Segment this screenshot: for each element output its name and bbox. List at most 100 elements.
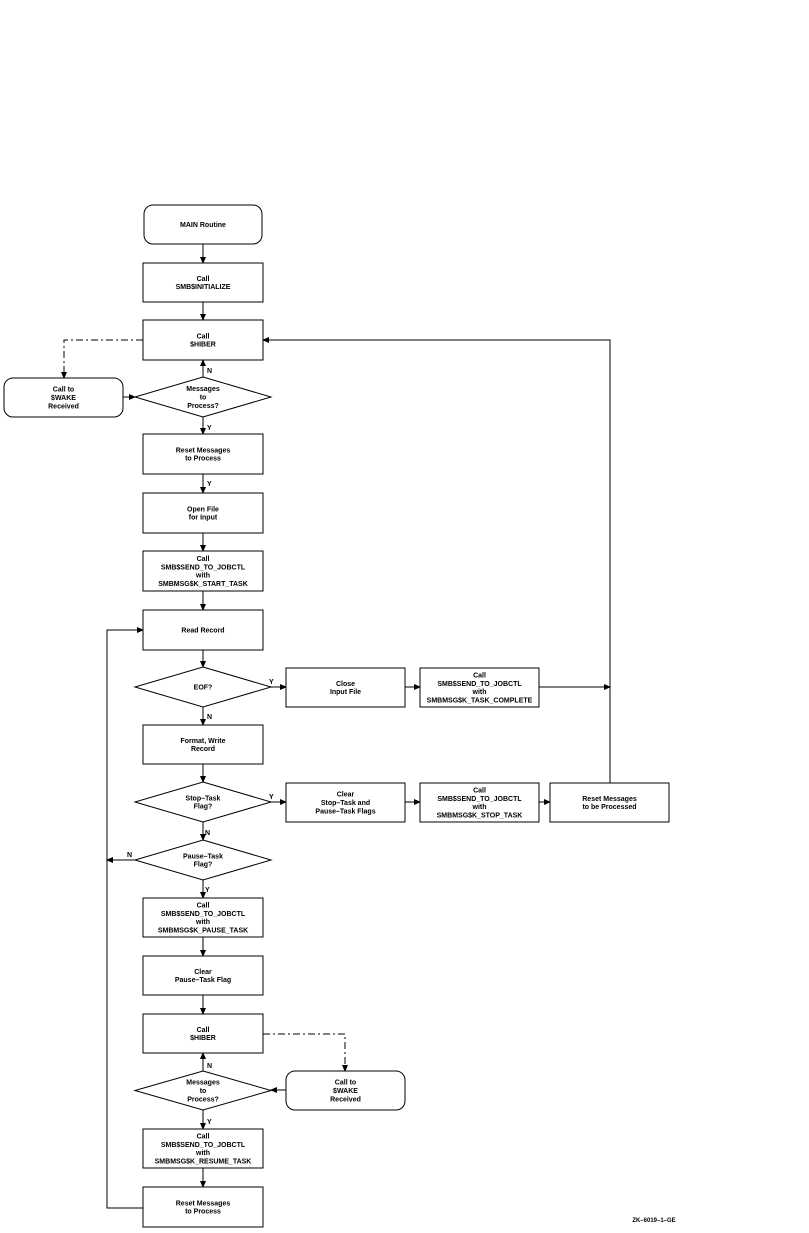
label-stop-no: N	[205, 830, 210, 837]
node-resume-label: Call	[197, 1133, 210, 1140]
label-stop-yes: Y	[269, 794, 274, 801]
node-init-label: SMB$INITIALIZE	[176, 284, 231, 291]
node-msgs2-shape	[133, 1070, 273, 1111]
node-reset1-label: to Process	[185, 456, 221, 463]
node-wake1-label: $WAKE	[51, 395, 76, 402]
node-reset2-label: Reset Messages	[582, 796, 637, 803]
node-close-shape	[285, 667, 406, 708]
node-complete-label: SMBMSG$K_TASK_COMPLETE	[427, 698, 533, 705]
node-pauseflag-label: Flag?	[194, 862, 213, 869]
connectors	[61, 244, 611, 1209]
node-wake1-label: Received	[48, 403, 79, 410]
node-stop-label: SMBMSG$K_STOP_TASK	[437, 813, 523, 820]
node-start-label: with	[195, 573, 210, 580]
node-stopflag-label: Flag?	[194, 804, 213, 811]
node-wake2-label: Call to	[335, 1080, 356, 1087]
node-wake2-label: $WAKE	[333, 1088, 358, 1095]
node-pause-label: with	[195, 919, 210, 926]
node-reset1: Reset Messages to Process	[142, 433, 264, 475]
node-init-shape	[142, 262, 264, 303]
node-msgs1-label: to	[200, 395, 207, 402]
label-pause-no: N	[127, 852, 132, 859]
node-hiber2-shape	[142, 1013, 264, 1054]
edge-hiber-to-wake	[61, 339, 143, 379]
edge-reset2-to-hiber	[262, 337, 611, 783]
node-eof: EOF?	[133, 666, 273, 708]
node-reset1-label: Reset Messages	[176, 447, 231, 454]
node-openfile-label: for Input	[189, 515, 218, 522]
node-complete-shape	[419, 667, 540, 708]
node-stop-label: Call	[473, 787, 486, 794]
node-pause-label: SMBMSG$K_PAUSE_TASK	[158, 928, 248, 935]
node-pause-label: Call	[197, 902, 210, 909]
node-clearpause-shape	[142, 955, 264, 996]
node-wake1-shape	[3, 377, 124, 418]
node-read-label: Read Record	[181, 628, 224, 635]
node-stopflag-label: Stop–Task	[186, 795, 221, 802]
node-hiber2-label: Call	[197, 1027, 210, 1034]
node-pauseflag-shape	[133, 839, 273, 881]
node-pause-shape	[142, 897, 264, 938]
node-complete-label: Call	[473, 672, 486, 679]
node-close-label: Input File	[330, 689, 361, 696]
node-format-label: Record	[191, 746, 215, 753]
node-clearflags-shape	[285, 782, 406, 823]
label-reset1-yes: Y	[207, 481, 212, 488]
node-start-shape	[142, 550, 264, 592]
label-eof-yes: Y	[269, 679, 274, 686]
node-wake1-label: Call to	[53, 387, 74, 394]
node-clearflags-label: Pause–Task Flags	[315, 808, 375, 815]
node-close-label: Close	[336, 681, 355, 688]
node-clearpause-label: Pause–Task Flag	[175, 977, 231, 984]
edge-loop-to-read	[106, 627, 144, 1209]
node-reset2-shape	[549, 782, 670, 823]
node-resume-label: with	[195, 1150, 210, 1157]
node-msgs2-label: Process?	[187, 1096, 219, 1103]
node-resume: CallSMB$SEND_TO_JOBCTLwithSMBMSG$K_RESUM…	[142, 1128, 264, 1169]
figure-code: ZK–6019–1–GE	[632, 1218, 675, 1224]
label-msgs2-yes: Y	[207, 1119, 212, 1126]
node-start-label: SMB$SEND_TO_JOBCTL	[161, 564, 246, 571]
node-start-label: SMBMSG$K_START_TASK	[158, 581, 248, 588]
node-resume-shape	[142, 1128, 264, 1169]
node-msgs2-label: to	[200, 1088, 207, 1095]
node-stop: CallSMB$SEND_TO_JOBCTLwithSMBMSG$K_STOP_…	[419, 782, 540, 823]
nodes: MAIN RoutineCallSMB$INITIALIZECall$HIBER…	[3, 204, 670, 1228]
node-start: CallSMB$SEND_TO_JOBCTLwithSMBMSG$K_START…	[142, 550, 264, 592]
node-msgs2-label: Messages	[186, 1080, 220, 1087]
node-reset3-shape	[142, 1186, 264, 1228]
node-msgs1-label: Process?	[187, 403, 219, 410]
node-pause-label: SMB$SEND_TO_JOBCTL	[161, 911, 246, 918]
node-hiber1-shape	[142, 319, 264, 361]
node-msgs1-shape	[133, 376, 273, 418]
node-wake2-shape	[285, 1070, 406, 1111]
node-reset3-label: Reset Messages	[176, 1200, 231, 1207]
node-init-label: Call	[197, 276, 210, 283]
node-msgs1-label: Messages	[186, 386, 220, 393]
node-start-label: Call	[197, 556, 210, 563]
node-reset1-shape	[142, 433, 264, 475]
node-pause: CallSMB$SEND_TO_JOBCTLwithSMBMSG$K_PAUSE…	[142, 897, 264, 938]
label-pause-yes: Y	[205, 887, 210, 894]
node-reset3-label: to Process	[185, 1209, 221, 1216]
node-resume-label: SMB$SEND_TO_JOBCTL	[161, 1142, 246, 1149]
node-hiber2-label: $HIBER	[190, 1035, 216, 1042]
label-eof-no: N	[207, 714, 212, 721]
node-stop-shape	[419, 782, 540, 823]
node-main: MAIN Routine	[143, 204, 263, 245]
node-eof-shape	[133, 666, 273, 708]
node-stop-label: with	[472, 804, 487, 811]
node-stop-label: SMB$SEND_TO_JOBCTL	[437, 796, 522, 803]
node-resume-label: SMBMSG$K_RESUME_TASK	[155, 1159, 252, 1166]
node-main-shape	[143, 204, 263, 245]
label-msgs1-yes: Y	[207, 425, 212, 432]
